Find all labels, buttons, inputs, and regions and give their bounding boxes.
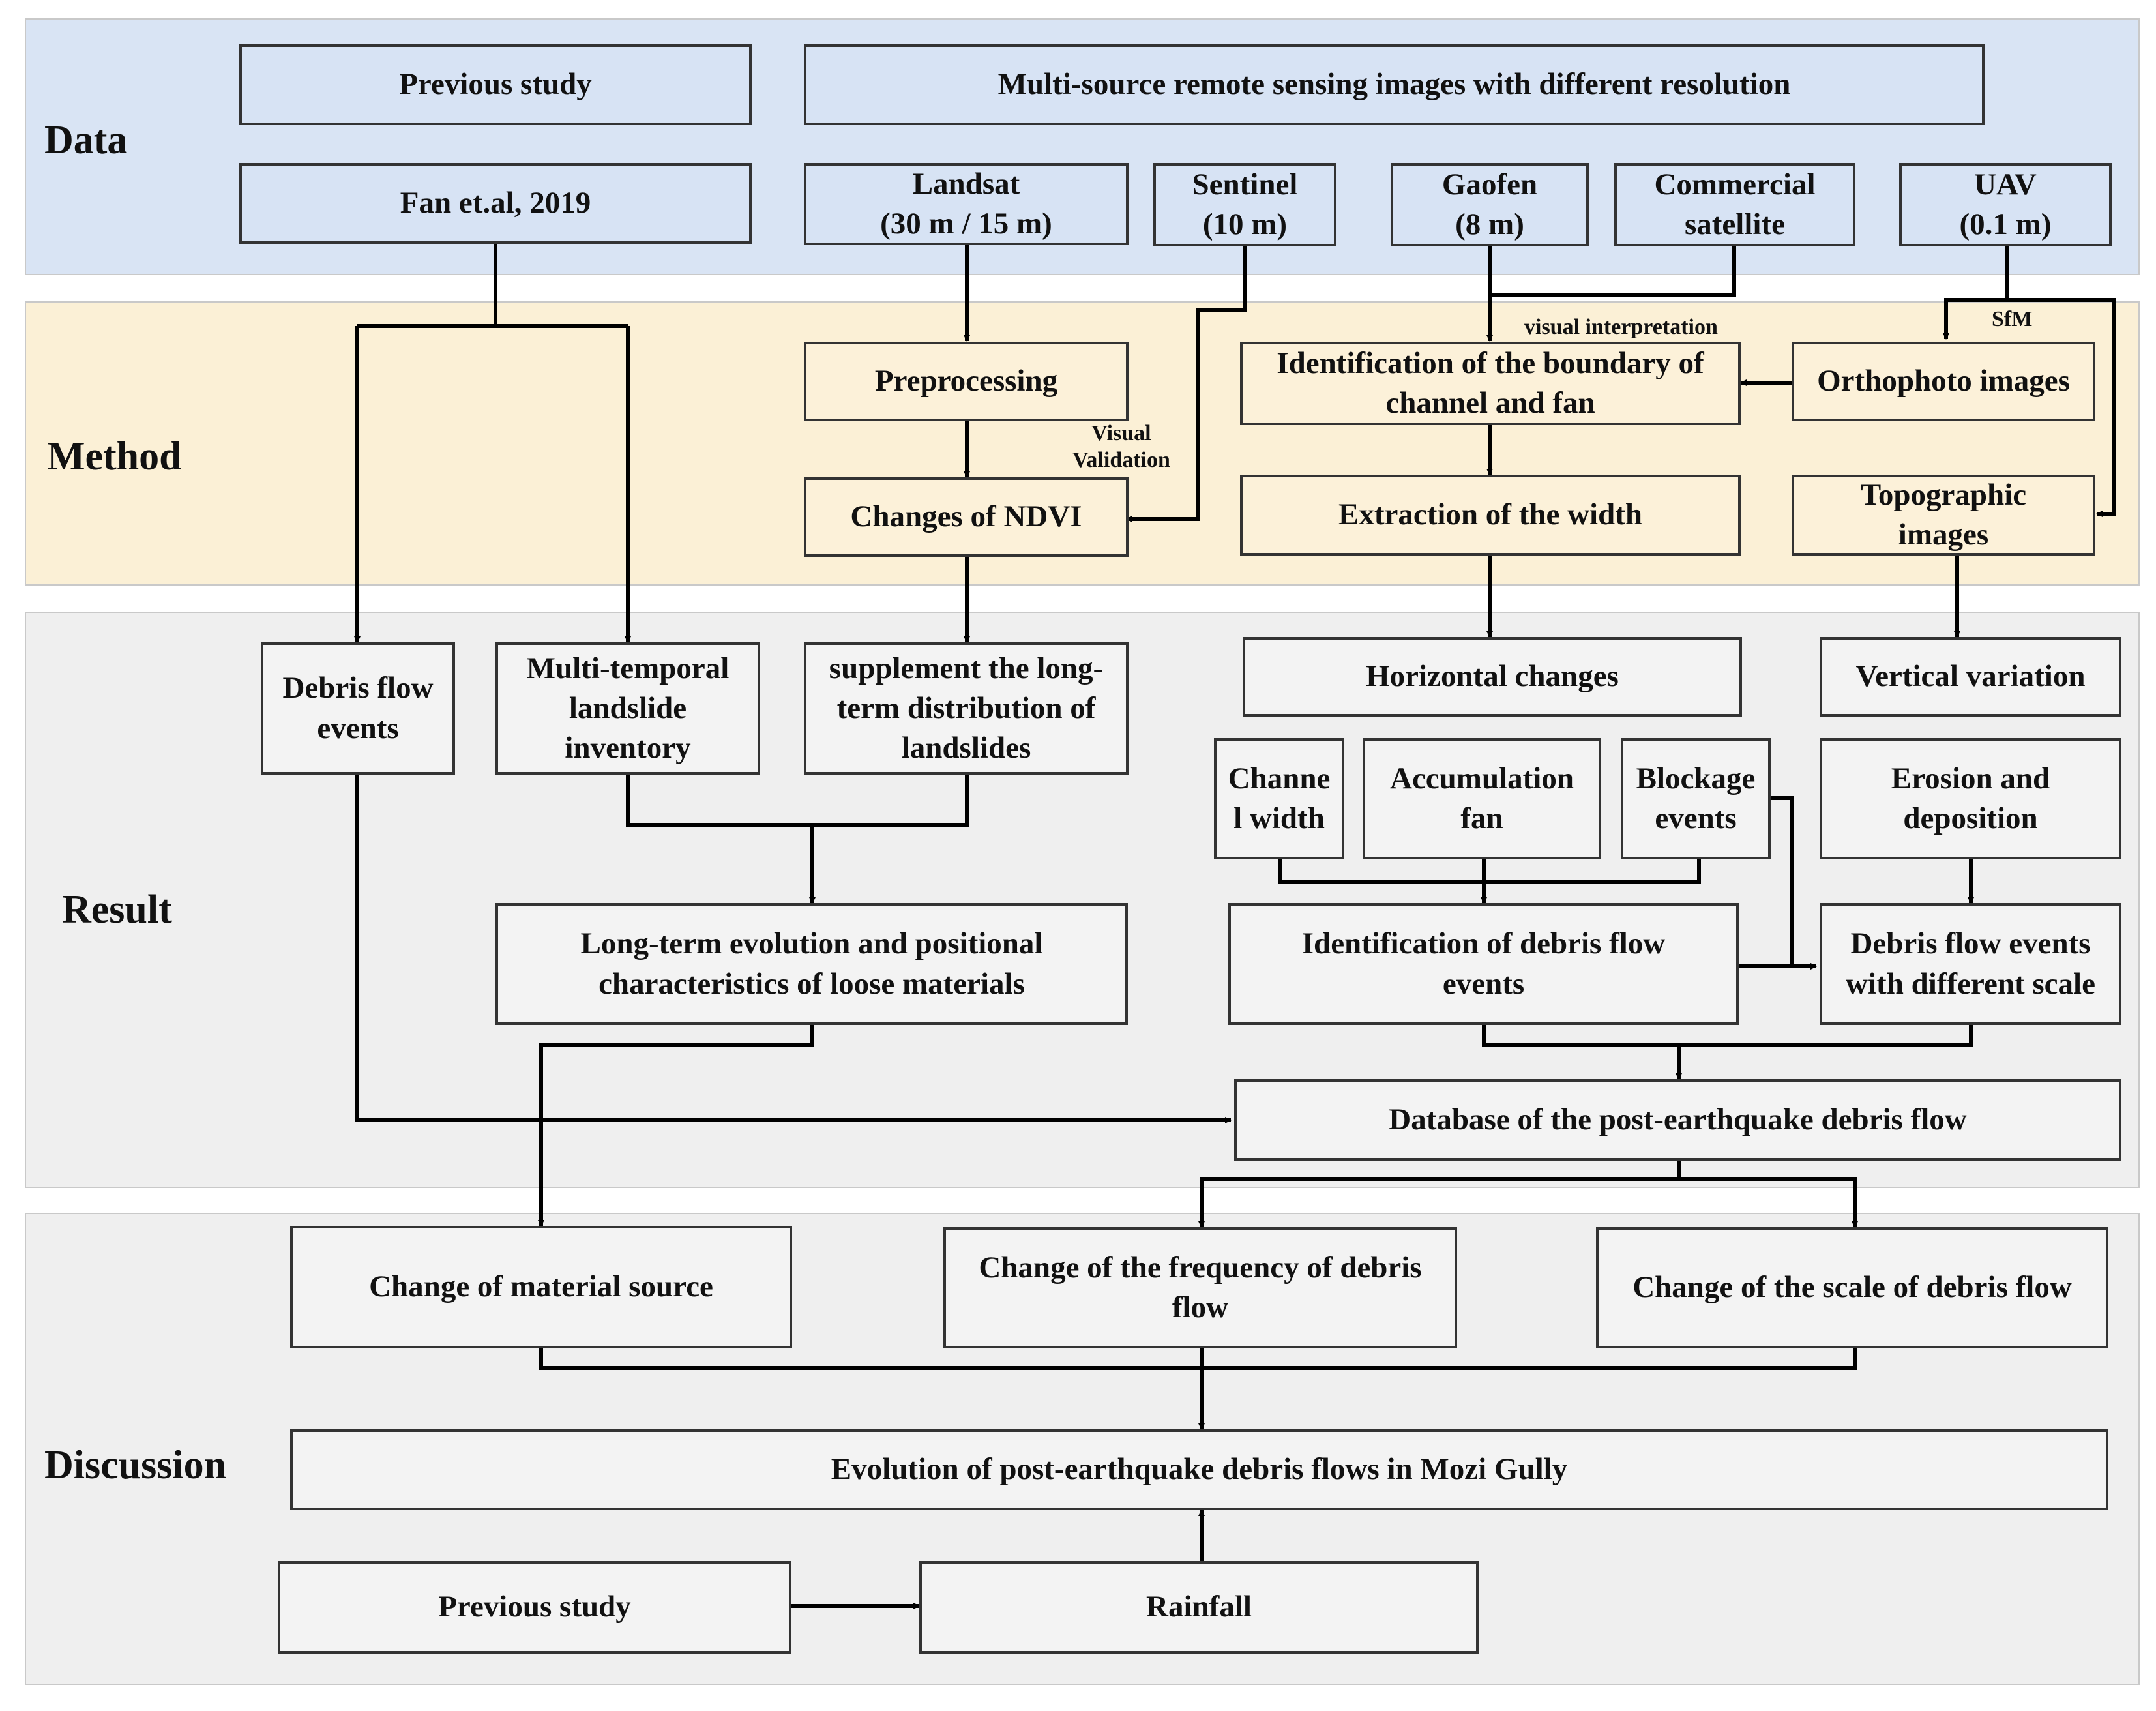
visual-validation-note: Visual Validation <box>1072 421 1170 472</box>
channel-width-box: Channe l width <box>1214 738 1344 859</box>
boundary-identification-box: Identification of the boundary of channe… <box>1240 342 1741 425</box>
longterm-evolution-box: Long-term evolution and positional chara… <box>495 903 1128 1025</box>
rainfall-box: Rainfall <box>919 1561 1479 1654</box>
landsat-box: Landsat (30 m / 15 m) <box>804 163 1129 245</box>
fan-2019-box: Fan et.al, 2019 <box>239 163 752 244</box>
previous-study-box: Previous study <box>239 44 752 125</box>
section-label-method: Method <box>47 434 182 479</box>
evolution-box: Evolution of post-earthquake debris flow… <box>290 1429 2108 1510</box>
erosion-deposition-box: Erosion and deposition <box>1820 738 2121 859</box>
debris-identification-box: Identification of debris flow events <box>1228 903 1739 1025</box>
supplement-distribution-box: supplement the long- term distribution o… <box>804 642 1129 775</box>
section-label-result: Result <box>62 887 172 932</box>
orthophoto-box: Orthophoto images <box>1792 342 2095 421</box>
accumulation-fan-box: Accumulation fan <box>1363 738 1601 859</box>
horizontal-changes-box: Horizontal changes <box>1243 637 1742 717</box>
width-extraction-box: Extraction of the width <box>1240 475 1741 556</box>
preprocessing-box: Preprocessing <box>804 342 1129 421</box>
material-source-box: Change of material source <box>290 1226 792 1348</box>
vertical-variation-box: Vertical variation <box>1820 637 2121 717</box>
scale-change-box: Change of the scale of debris flow <box>1596 1227 2108 1348</box>
multisource-box: Multi-source remote sensing images with … <box>804 44 1985 125</box>
discussion-previous-study-box: Previous study <box>278 1561 791 1654</box>
gaofen-box: Gaofen (8 m) <box>1391 163 1589 246</box>
database-box: Database of the post-earthquake debris f… <box>1234 1079 2121 1161</box>
blockage-events-box: Blockage events <box>1621 738 1771 859</box>
commercial-satellite-box: Commercial satellite <box>1614 163 1855 246</box>
topographic-box: Topographic images <box>1792 475 2095 556</box>
visual-interpretation-note: visual interpretation <box>1524 315 1718 339</box>
multitemporal-inventory-box: Multi-temporal landslide inventory <box>495 642 760 775</box>
sentinel-box: Sentinel (10 m) <box>1153 163 1336 246</box>
frequency-change-box: Change of the frequency of debris flow <box>943 1227 1457 1348</box>
uav-box: UAV (0.1 m) <box>1899 163 2112 246</box>
debris-flow-events-box: Debris flow events <box>261 642 455 775</box>
section-label-discussion: Discussion <box>44 1443 227 1487</box>
different-scale-box: Debris flow events with different scale <box>1820 903 2121 1025</box>
sfm-note: SfM <box>1992 307 2033 331</box>
ndvi-changes-box: Changes of NDVI <box>804 477 1129 557</box>
section-label-data: Data <box>44 118 128 162</box>
